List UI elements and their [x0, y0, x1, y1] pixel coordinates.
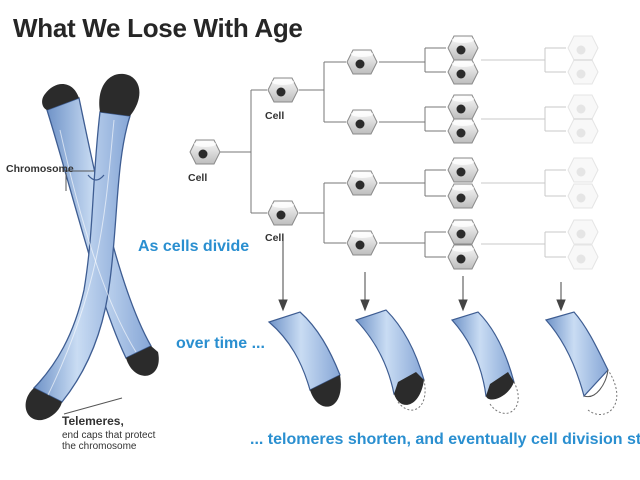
cell-icon	[447, 157, 479, 183]
cell-icon	[346, 170, 378, 196]
telomeres-label-subtitle: end caps that protect the chromosome	[62, 430, 155, 452]
telomere-cap-bottom-right	[126, 346, 159, 376]
caption-conclusion: ... telomeres shorten, and eventually ce…	[250, 431, 640, 448]
telomere-cap-short	[486, 372, 514, 400]
caption-over-time: over time ...	[176, 335, 265, 352]
chromosome-end-3	[450, 311, 519, 414]
telomere-cap-bottom-left	[25, 388, 62, 421]
chromosome-end-1	[267, 311, 341, 407]
cell-icon	[447, 183, 479, 209]
telomeres-label-subtitle-line-2: the chromosome	[62, 441, 137, 452]
page-title: What We Lose With Age	[13, 13, 303, 43]
faded-cell-icon	[567, 183, 599, 209]
faded-cell-icon	[567, 94, 599, 120]
cell-icon	[447, 118, 479, 144]
chromosome-label: Chromosome	[6, 163, 74, 175]
cell-icon	[447, 244, 479, 270]
telomere-cap-medium	[394, 372, 424, 405]
faded-cell-icon	[567, 244, 599, 270]
telomere-cap-long	[310, 375, 341, 407]
cell-icon	[447, 219, 479, 245]
arrow-down-icon	[278, 299, 288, 312]
telomere-cap-top-right	[99, 73, 140, 116]
faded-cell-icon	[567, 59, 599, 85]
cell-icon	[346, 230, 378, 256]
cell-icon	[189, 139, 221, 165]
telomeres-label-title: Telemeres,	[62, 414, 124, 428]
cell-generation-2	[267, 77, 299, 226]
cell-label-gen2-top: Cell	[265, 110, 285, 122]
cell-icon	[267, 77, 299, 103]
cell-icon	[447, 35, 479, 61]
arrow-down-icon	[360, 299, 370, 312]
chromosome-graphic	[25, 73, 159, 421]
cell-label-gen2-bottom: Cell	[265, 232, 285, 244]
faded-cell-icon	[567, 157, 599, 183]
cell-label-gen1: Cell	[188, 172, 208, 184]
arrow-down-icon	[458, 299, 468, 312]
chromosome-end-2	[354, 309, 426, 411]
cell-icon	[447, 94, 479, 120]
caption-as-cells-divide: As cells divide	[138, 238, 250, 255]
down-arrows	[278, 238, 566, 312]
cell-generation-4	[447, 35, 479, 270]
telomere-cap-top-left	[42, 83, 79, 110]
telomere-leader-line	[63, 397, 123, 415]
cell-icon	[447, 59, 479, 85]
cell-icon	[346, 109, 378, 135]
cell-icon	[267, 200, 299, 226]
faded-cell-icon	[567, 35, 599, 61]
cell-generation-5-faded	[567, 35, 599, 270]
division-tree-lines	[219, 47, 566, 258]
chromosome-end-4	[544, 311, 618, 415]
cell-icon	[346, 49, 378, 75]
cell-generation-3	[346, 49, 378, 256]
telomeres-label-subtitle-line-1: end caps that protect	[62, 430, 156, 441]
faded-cell-icon	[567, 219, 599, 245]
arrow-down-icon	[556, 299, 566, 312]
cell-generation-1	[189, 139, 221, 165]
faded-cell-icon	[567, 118, 599, 144]
